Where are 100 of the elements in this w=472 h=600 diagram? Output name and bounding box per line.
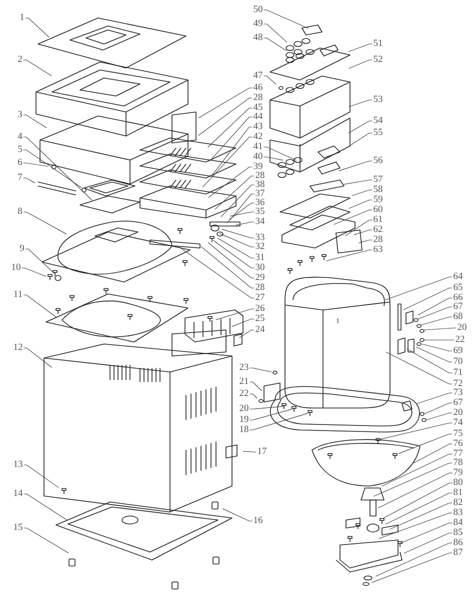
callout-number: 42 [252, 132, 264, 142]
leader-line [263, 24, 288, 43]
callout-number: 30 [254, 263, 266, 273]
leader-line [348, 100, 373, 108]
callout-number: 19 [238, 415, 250, 425]
callout-number: 1 [18, 13, 26, 23]
leader-line [249, 406, 284, 410]
leader-line [263, 10, 309, 29]
callout-number: 35 [254, 207, 266, 217]
callout-number: 83 [452, 508, 464, 518]
leader-line [23, 150, 82, 188]
leader-line [402, 288, 453, 310]
callout-number: 65 [452, 283, 464, 293]
callout-number: 18 [238, 425, 250, 435]
callout-number: 28 [254, 283, 266, 293]
leader-line [263, 76, 276, 85]
callout-number: 38 [254, 180, 266, 190]
leader-line [263, 156, 284, 161]
leader-line [212, 240, 255, 268]
leader-line [348, 44, 373, 52]
callout-number: 76 [452, 439, 464, 449]
callout-number: 80 [452, 478, 464, 488]
callout-number: 20 [238, 404, 250, 414]
leader-line [398, 434, 453, 454]
leader-line [249, 394, 258, 399]
leader-line [236, 222, 255, 226]
leader-line [25, 18, 50, 38]
callout-number: 44 [252, 112, 264, 122]
leader-line [373, 462, 453, 497]
callout-number: 46 [252, 83, 264, 93]
callout-number: 52 [372, 55, 384, 65]
leader-line [217, 238, 255, 258]
callout-number: 53 [372, 95, 384, 105]
leader-line [202, 136, 253, 188]
leader-line [420, 316, 453, 326]
leader-line [23, 294, 58, 318]
callout-number: 67 [452, 398, 464, 408]
callout-number: 48 [252, 33, 264, 43]
leader-line [378, 512, 453, 539]
leader-line [23, 136, 92, 201]
leader-line [383, 482, 453, 518]
callout-number: 3 [16, 110, 24, 120]
leader-line [384, 276, 453, 300]
leader-line [348, 60, 373, 69]
callout-number: 51 [372, 39, 384, 49]
callout-number: 63 [372, 245, 384, 255]
callout-number: 69 [452, 346, 464, 356]
leader-line [385, 492, 453, 525]
leader-line [344, 180, 373, 185]
callout-number: 14 [12, 489, 24, 499]
leader-line [358, 240, 373, 244]
leader-line [23, 212, 67, 234]
callout-number: 26 [254, 304, 266, 314]
callout-number: 36 [254, 198, 266, 208]
callout-number: 85 [452, 528, 464, 538]
callout-number: 32 [254, 242, 266, 252]
callout-number: 49 [252, 19, 264, 29]
callout-number: 22 [454, 335, 466, 345]
leader-line [422, 344, 453, 352]
callout-number: 86 [452, 538, 464, 548]
callout-number: 37 [254, 189, 266, 199]
callout-number: 21 [238, 377, 250, 387]
leader-line [249, 368, 272, 372]
callout-number: 62 [372, 225, 384, 235]
callout-number: 45 [252, 103, 264, 113]
callout-number: 24 [254, 325, 266, 335]
callout-number: 6 [16, 158, 24, 168]
callout-number: 10 [10, 263, 22, 273]
leader-line [348, 200, 373, 209]
callout-number: 47 [252, 71, 264, 81]
leader-line [249, 408, 292, 420]
callout-number: 66 [452, 293, 464, 303]
leader-line [263, 38, 287, 52]
callout-number: 54 [372, 116, 384, 126]
callout-number: 81 [452, 488, 464, 498]
leader-line [23, 528, 69, 554]
callout-number: 57 [372, 175, 384, 185]
callout-number: 11 [12, 290, 24, 300]
leader-line [23, 162, 48, 167]
leader-line [216, 308, 255, 320]
callout-number: 13 [12, 460, 24, 470]
callout-number: 56 [372, 156, 384, 166]
leader-line [338, 160, 373, 172]
leader-line [21, 268, 47, 277]
callout-number: 12 [12, 343, 24, 353]
leader-line [416, 346, 453, 362]
leader-line [348, 120, 373, 134]
callout-number: 15 [12, 523, 24, 533]
callout-number: 40 [252, 152, 264, 162]
callout-number: 22 [238, 389, 250, 399]
callout-number: 41 [252, 142, 264, 152]
callout-number: 8 [16, 207, 24, 217]
leader-line [208, 108, 253, 148]
leader-line [399, 522, 453, 544]
leader-line [345, 220, 373, 236]
callout-number: 20 [452, 408, 464, 418]
leader-line [371, 552, 453, 583]
leader-line [23, 494, 67, 520]
callout-number: 34 [254, 217, 266, 227]
callout-number: 78 [452, 458, 464, 468]
